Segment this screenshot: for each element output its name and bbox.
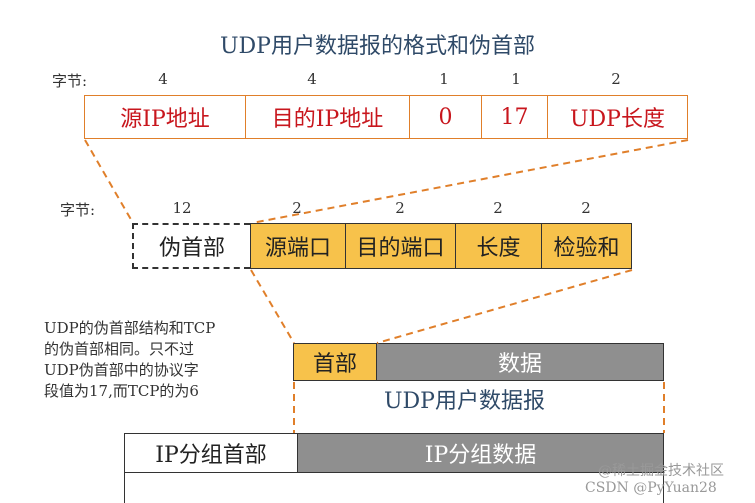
diagram-title: UDP用户数据报的格式和伪首部 [220, 34, 535, 59]
pseudo-header-box: 伪首部 [132, 223, 250, 269]
explanation-note: UDP的伪首部结构和TCP 的伪首部相同。只不过 UDP伪首部中的协议字 段值为… [44, 318, 294, 402]
connector-line [376, 269, 633, 344]
byte-size-zero: 1 [439, 70, 449, 88]
connector-line [84, 139, 134, 224]
field-length: 长度 [456, 223, 542, 269]
note-line: 段值为17,而TCP的为6 [44, 382, 199, 400]
connector-line [250, 269, 295, 344]
field-checksum: 检验和 [542, 223, 632, 269]
field-src-port: 源端口 [250, 223, 346, 269]
byte-size-dst-ip: 4 [307, 70, 317, 88]
byte-size-src-ip: 4 [158, 70, 168, 88]
udp-header-cell: 首部 [293, 343, 377, 381]
byte-size-checksum: 2 [581, 199, 591, 217]
udp-data-cell: 数据 [377, 343, 664, 381]
field-src-ip: 源IP地址 [84, 95, 246, 139]
watermark: CSDN @PyYuan28 [585, 480, 717, 496]
note-line: UDP伪首部中的协议字 [44, 361, 199, 379]
byte-size-length: 2 [493, 199, 503, 217]
field-dst-port: 目的端口 [346, 223, 456, 269]
field-zero: 0 [410, 95, 482, 139]
field-dst-ip: 目的IP地址 [246, 95, 410, 139]
bytes-label-row2: 字节: [60, 201, 96, 219]
ip-data-cell: IP分组数据 [298, 433, 664, 473]
ip-datagram-frame [124, 473, 664, 503]
byte-size-dst-port: 2 [395, 199, 405, 217]
watermark-secondary: @稀土掘金技术社区 [598, 463, 724, 479]
field-udp-length: UDP长度 [548, 95, 688, 139]
bytes-label-row1: 字节: [52, 72, 88, 90]
byte-size-pseudo: 12 [172, 199, 192, 217]
connector-line [251, 139, 689, 224]
udp-datagram-caption: UDP用户数据报 [384, 389, 545, 414]
byte-size-protocol: 1 [511, 70, 521, 88]
note-line: UDP的伪首部结构和TCP [44, 319, 216, 337]
note-line: 的伪首部相同。只不过 [44, 340, 195, 358]
byte-size-src-port: 2 [292, 199, 302, 217]
byte-size-udp-length: 2 [611, 70, 621, 88]
ip-header-cell: IP分组首部 [124, 433, 298, 473]
field-protocol: 17 [482, 95, 548, 139]
